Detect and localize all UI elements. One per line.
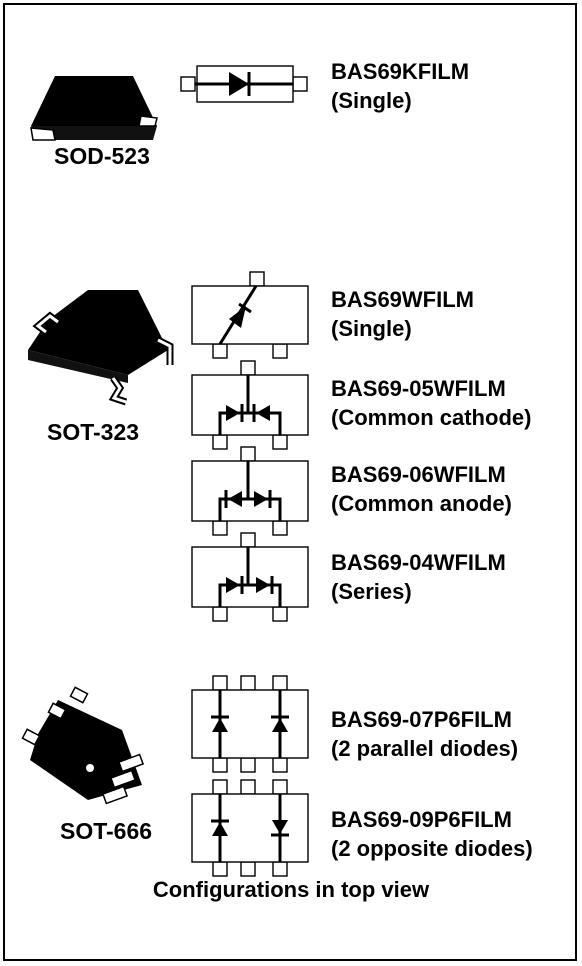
device-part-bas69-07p6film: BAS69-07P6FILM <box>331 707 512 732</box>
sot666-package-illustration <box>21 686 145 805</box>
sot323-series-symbol <box>191 532 309 622</box>
device-config-single: (Single) <box>331 88 412 113</box>
device-config-common-cathode: (Common cathode) <box>331 405 532 430</box>
package-label-sot323: SOT-323 <box>47 419 140 445</box>
sod523-package-illustration <box>30 76 158 141</box>
sot666-opposite-symbol <box>191 779 309 877</box>
figure-caption: Configurations in top view <box>152 877 430 902</box>
device-config-common-anode: (Common anode) <box>331 491 512 516</box>
device-config-series: (Series) <box>331 579 412 604</box>
device-part-bas69kfilm: BAS69KFILM <box>331 59 470 84</box>
sot323-single-symbol <box>191 271 309 359</box>
sot323-common-cathode-symbol <box>191 360 309 450</box>
device-part-bas69-04wfilm: BAS69-04WFILM <box>331 550 506 575</box>
device-part-bas69-09p6film: BAS69-09P6FILM <box>331 807 512 832</box>
sod523-diode-symbol <box>180 65 308 103</box>
sot666-parallel-symbol <box>191 675 309 773</box>
package-label-sod523: SOD-523 <box>54 143 150 169</box>
device-part-bas69wfilm: BAS69WFILM <box>331 287 474 312</box>
sot323-package-illustration <box>28 290 174 406</box>
sot323-common-anode-symbol <box>191 446 309 536</box>
device-config-2-opposite-diodes: (2 opposite diodes) <box>331 836 533 861</box>
device-config-2-parallel-diodes: (2 parallel diodes) <box>331 736 519 761</box>
package-label-sot666: SOT-666 <box>60 818 153 844</box>
figure-frame <box>3 3 577 961</box>
device-part-bas69-06wfilm: BAS69-06WFILM <box>331 462 506 487</box>
device-part-bas69-05wfilm: BAS69-05WFILM <box>331 376 506 401</box>
device-config-single: (Single) <box>331 316 412 341</box>
